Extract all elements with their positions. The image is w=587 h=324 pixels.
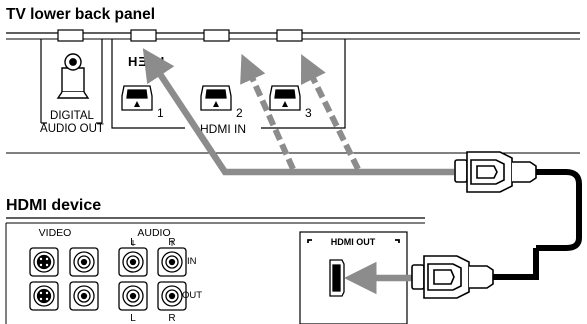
alt-connection-arrows [240, 53, 361, 171]
hdmi-in-port-2-number: 2 [236, 106, 243, 120]
video-out-jack-icon [69, 281, 99, 311]
in-label: IN [187, 256, 197, 267]
audio-l-out-jack-icon [118, 281, 148, 311]
audio-out-label: AUDIO OUT [40, 123, 104, 135]
hdmi-in-port-1-icon [121, 85, 153, 111]
hdmi-device-title: HDMI device [6, 197, 101, 214]
hdmi-out-label: HDMI OUT [331, 237, 376, 247]
hdmi-in-port-3-number: 3 [305, 106, 312, 120]
hdmi-in-port-3-icon [269, 85, 301, 111]
digital-audio-out-frame [40, 39, 103, 123]
audio-r-out-jack-icon [157, 281, 187, 311]
hdmi-in-port-2-icon [200, 85, 232, 111]
panel-tab [130, 29, 157, 42]
alt-connection-arrow-port-2 [240, 53, 296, 171]
audio-l-bottom-label: L [130, 313, 136, 324]
optical-audio-port-icon [56, 53, 90, 99]
audio-r-in-jack-icon [157, 247, 187, 277]
video-in-jack-icon [69, 247, 99, 277]
out-label: OUT [182, 290, 202, 301]
alt-connection-arrow-port-3 [300, 54, 361, 171]
hdmi-cable [536, 169, 582, 251]
panel-tab [276, 29, 303, 42]
audio-label: AUDIO [137, 227, 170, 239]
hdmi-cable-path-arrow [142, 48, 454, 176]
tv-panel: DIGITAL AUDIO OUT HƎmI 1 2 3 HDMI IN [6, 29, 580, 154]
hdmi-in-frame [111, 39, 346, 129]
hdmi-cable-lower [493, 248, 539, 280]
hdmi-logo: HƎmI [128, 54, 165, 69]
panel-tab [57, 29, 84, 42]
hdmi-in-port-1-number: 1 [157, 106, 164, 120]
s-video-out-jack-icon [29, 281, 59, 311]
tv-panel-title: TV lower back panel [6, 6, 155, 23]
hdmi-in-label: HDMI IN [200, 122, 246, 136]
audio-r-bottom-label: R [168, 313, 175, 324]
panel-tab [203, 29, 230, 42]
s-video-in-jack-icon [29, 247, 59, 277]
hdmi-out-port-icon [329, 259, 345, 297]
video-label: VIDEO [39, 227, 72, 239]
hdmi-cable-plug-lower-icon [411, 255, 494, 299]
audio-l-in-jack-icon [118, 247, 148, 277]
hdmi-cable-plug-upper-icon [454, 151, 537, 193]
digital-label: DIGITAL [50, 110, 94, 122]
hdmi-device-panel: VIDEO AUDIO L R [5, 217, 425, 324]
